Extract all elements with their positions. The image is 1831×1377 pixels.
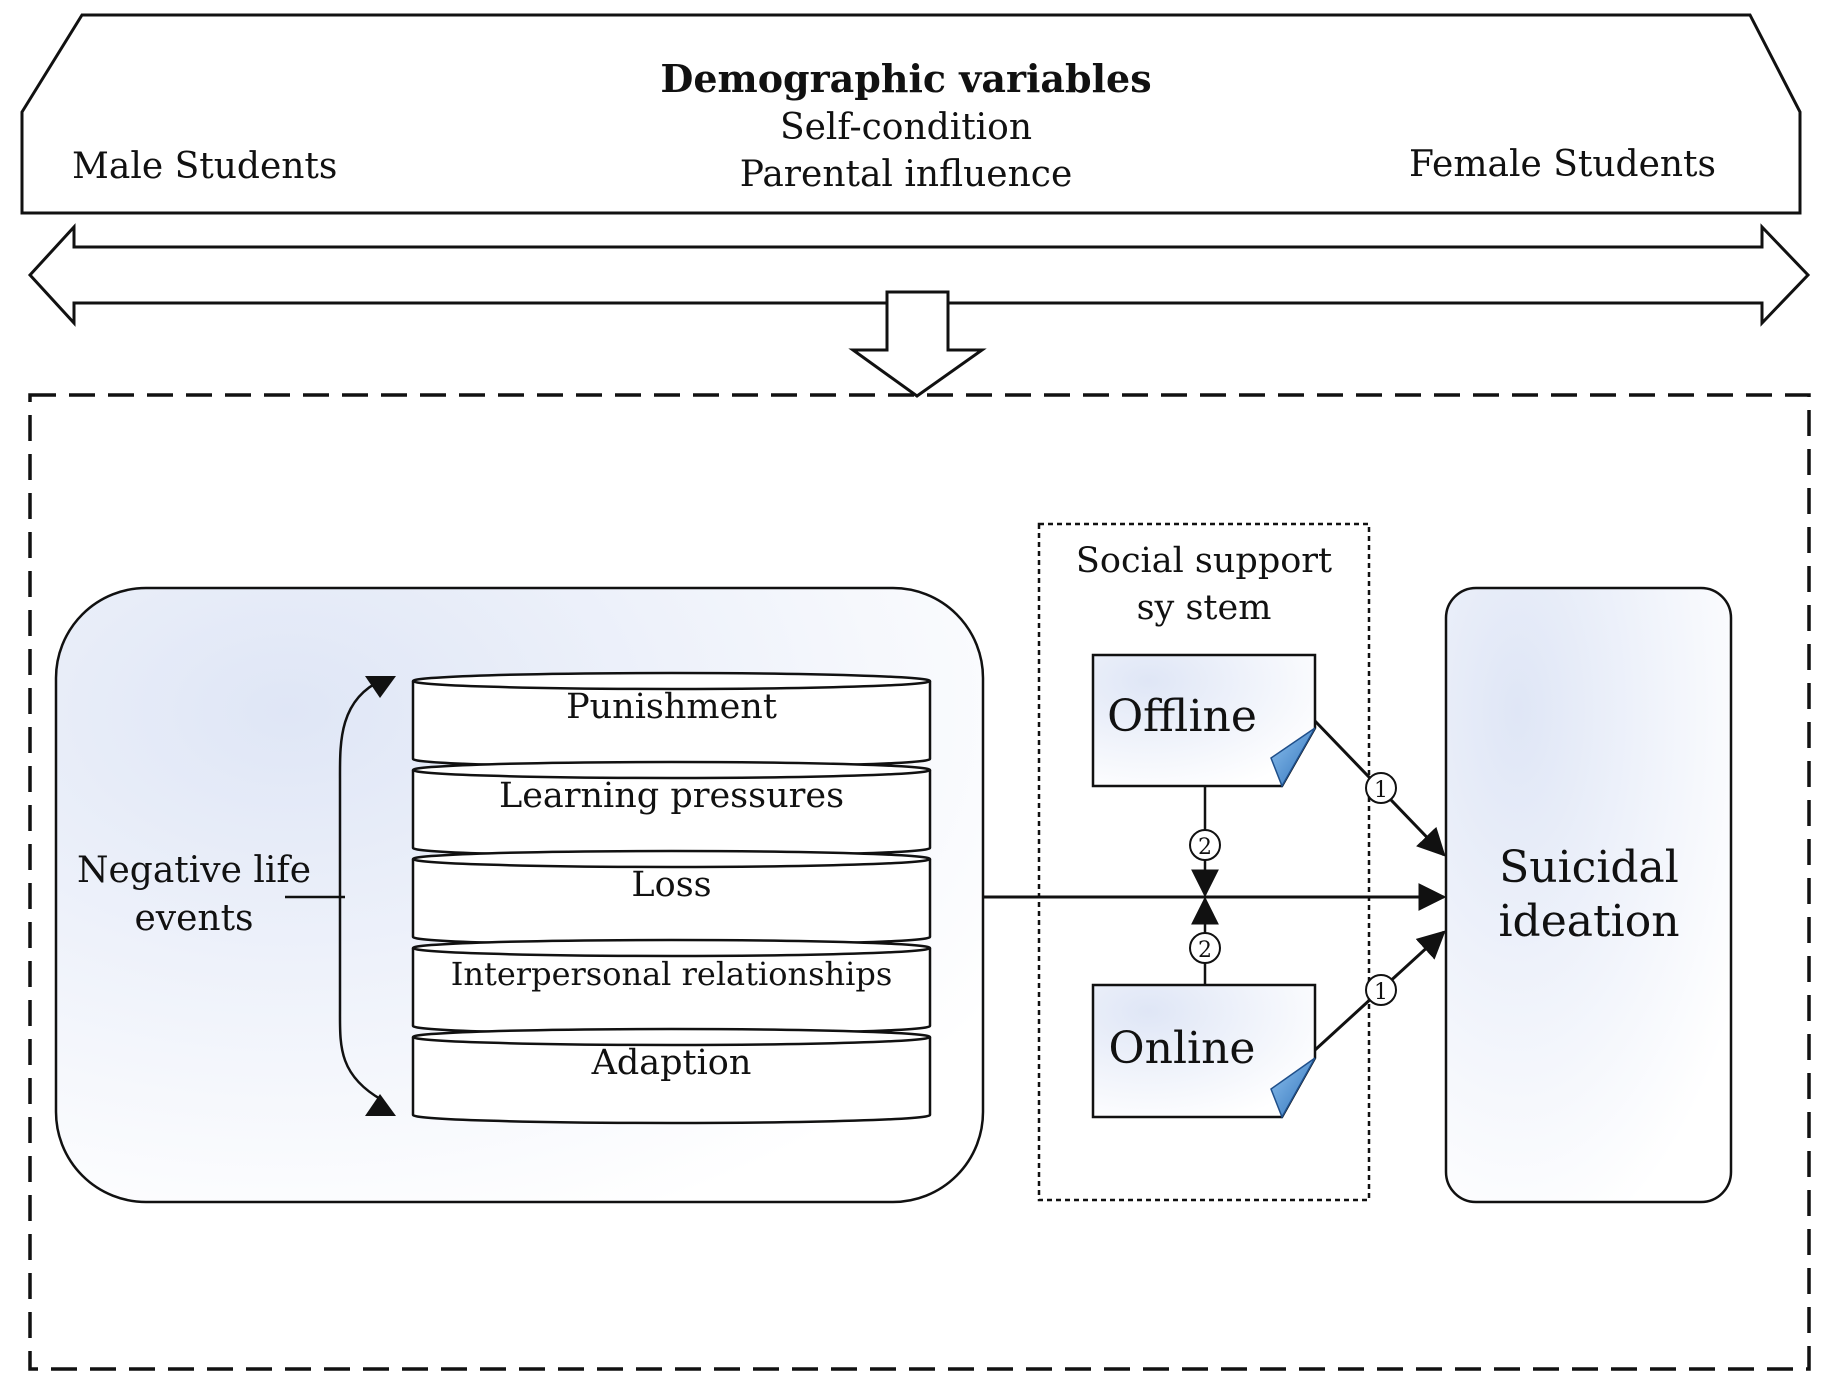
event-item-cap	[411, 938, 932, 958]
event-item: Adaption	[411, 1027, 932, 1125]
suicidal-ideation-label: Suicidal	[1499, 842, 1679, 893]
marker-online-main: 2	[1189, 932, 1221, 964]
offline-label: Offline	[1107, 691, 1257, 742]
svg-text:1: 1	[1374, 980, 1388, 1005]
online-fold-corner	[1270, 1057, 1316, 1119]
event-item: Loss	[411, 849, 932, 947]
social-support-title-2: sy stem	[1137, 588, 1272, 628]
suicidal-ideation-label-2: ideation	[1498, 896, 1679, 947]
negative-life-events-label-2: events	[134, 898, 253, 939]
female-students-label: Female Students	[1409, 144, 1716, 185]
demographics-banner	[20, 13, 1802, 215]
social-support-frame	[1037, 522, 1371, 1202]
model-frame	[28, 393, 1811, 1371]
brace-bottom-arrowhead	[365, 1094, 396, 1116]
event-item-label: Loss	[631, 865, 711, 905]
demographics-title: Demographic variables	[660, 56, 1151, 101]
social-support-title: Social support	[1076, 541, 1332, 581]
event-item-label: Punishment	[566, 687, 777, 727]
event-item-cap	[411, 671, 932, 691]
svg-text:2: 2	[1198, 835, 1212, 860]
event-item-cap	[411, 1027, 932, 1047]
event-item-cap	[411, 849, 932, 869]
offline-fold-corner	[1270, 727, 1316, 788]
event-item: Punishment	[411, 671, 932, 769]
event-item-body	[411, 1037, 932, 1125]
demographics-parental-influence: Parental influence	[740, 154, 1073, 195]
brace-bracket	[338, 678, 383, 1102]
brace-top-arrowhead	[365, 676, 396, 698]
event-item-cap	[411, 760, 932, 780]
male-students-label: Male Students	[72, 146, 337, 187]
event-item-label: Learning pressures	[499, 776, 844, 816]
marker-offline-main: 2	[1189, 829, 1221, 861]
event-item-label: Interpersonal relationships	[451, 955, 893, 993]
negative-life-events-label: Negative life	[77, 850, 311, 891]
online-label: Online	[1109, 1023, 1256, 1074]
svg-text:2: 2	[1198, 938, 1212, 963]
event-item: Interpersonal relationships	[411, 938, 932, 1036]
svg-text:1: 1	[1374, 778, 1388, 803]
suicidal-ideation-box	[1444, 586, 1733, 1204]
down-block-arrow	[848, 290, 987, 398]
demographics-self-condition: Self-condition	[780, 107, 1032, 148]
event-item-label: Adaption	[591, 1043, 752, 1083]
marker-offline-outcome: 1	[1365, 772, 1397, 804]
gender-double-arrow	[27, 223, 1811, 327]
event-item: Learning pressures	[411, 760, 932, 858]
marker-online-outcome: 1	[1365, 974, 1397, 1006]
